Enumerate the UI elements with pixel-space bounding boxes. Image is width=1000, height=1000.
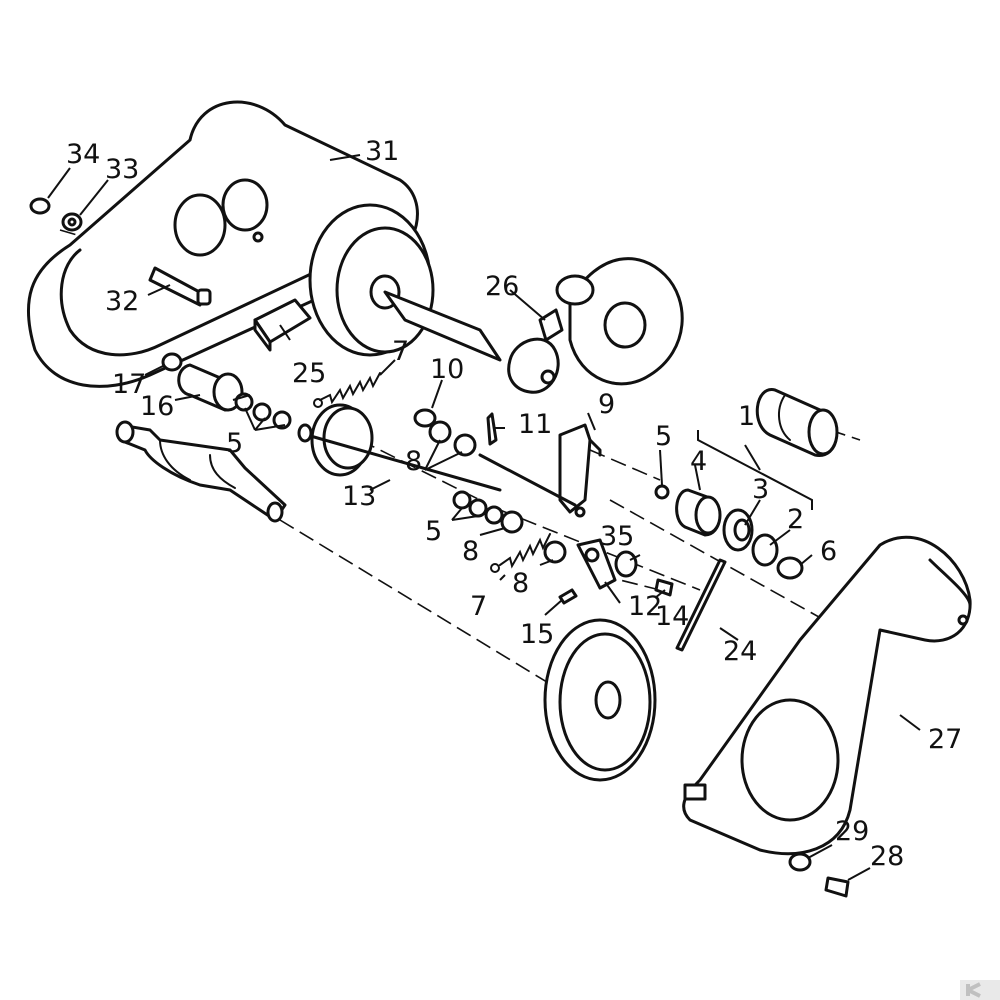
washer-29-bolt-28 <box>788 852 850 898</box>
label-5-right: 5 <box>655 421 672 452</box>
label-7-upper: 7 <box>392 336 409 367</box>
bushing-8-lower-lever-12 <box>543 538 617 590</box>
washers-5-center <box>452 490 524 534</box>
label-8-lower: 8 <box>512 568 529 599</box>
lower-pulley <box>543 618 657 782</box>
spring-7-upper <box>313 372 381 408</box>
spring-7-lower <box>490 533 551 573</box>
pin-11 <box>486 412 498 446</box>
label-27: 27 <box>928 724 962 755</box>
label-14: 14 <box>655 601 689 632</box>
label-26: 26 <box>485 271 519 302</box>
axle-pin-32 <box>148 266 212 307</box>
label-6: 6 <box>820 536 837 567</box>
label-17: 17 <box>112 369 146 400</box>
label-8-center: 8 <box>462 536 479 567</box>
label-5-center: 5 <box>425 516 442 547</box>
crank-shaft <box>115 420 287 523</box>
bearing-parts <box>654 484 804 580</box>
washer-10 <box>413 408 437 428</box>
key-block-25 <box>253 298 312 352</box>
upper-pulley <box>308 203 502 362</box>
label-13: 13 <box>342 481 376 512</box>
label-32: 32 <box>105 286 139 317</box>
pin-15 <box>558 588 578 605</box>
label-25: 25 <box>292 358 326 389</box>
label-9: 9 <box>598 389 615 420</box>
label-15: 15 <box>520 619 554 650</box>
nut-34-washer-33 <box>29 197 83 232</box>
spacer-16-nut-17 <box>161 352 244 412</box>
label-16: 16 <box>140 391 174 422</box>
label-10: 10 <box>430 354 464 385</box>
callout-labels: 34 33 31 32 25 17 16 7 10 11 9 26 5 8 13… <box>66 136 962 872</box>
brand-logo <box>960 980 1000 1000</box>
label-5-left: 5 <box>226 428 243 459</box>
belt-cover-27 <box>682 535 972 856</box>
lever-arm-9 <box>478 423 602 518</box>
label-34: 34 <box>66 139 100 170</box>
label-11: 11 <box>518 409 552 440</box>
label-8-upper: 8 <box>405 446 422 477</box>
label-28: 28 <box>870 841 904 872</box>
label-35: 35 <box>600 521 634 552</box>
washer-35-screw-14 <box>614 550 674 597</box>
label-3: 3 <box>752 474 769 505</box>
label-2: 2 <box>787 504 804 535</box>
label-12: 12 <box>628 591 662 622</box>
label-4: 4 <box>690 446 707 477</box>
bearing-assembly-1-top <box>755 388 839 457</box>
label-31: 31 <box>365 136 399 167</box>
label-29: 29 <box>835 816 869 847</box>
bushings-8-upper <box>428 420 477 457</box>
label-33: 33 <box>105 154 139 185</box>
rod-24 <box>675 558 727 652</box>
label-1: 1 <box>738 401 755 432</box>
label-7-lower: 7 <box>470 591 487 622</box>
washers-5-left <box>234 392 292 430</box>
leader-lines <box>47 154 921 881</box>
sprocket-26 <box>507 257 684 394</box>
shaft-disc-13 <box>297 403 502 492</box>
label-24: 24 <box>723 636 757 667</box>
